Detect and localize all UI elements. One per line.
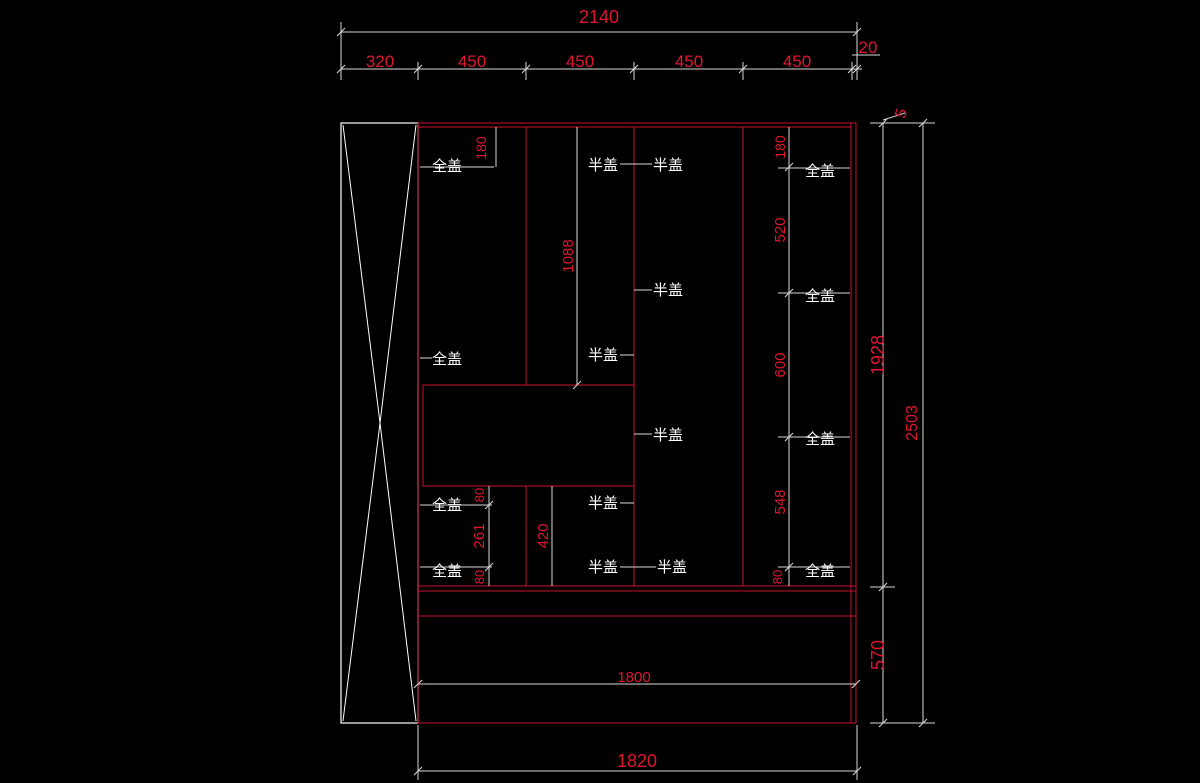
dim-80-bottom: 80 (472, 570, 487, 584)
dim-548: 548 (772, 489, 789, 514)
internal-dimensions (413, 127, 861, 689)
dim-2140: 2140 (579, 7, 619, 27)
dim-1820: 1820 (617, 751, 657, 771)
half-cover-label: 半盖 (588, 156, 618, 174)
full-cover-label: 全盖 (432, 496, 462, 514)
full-cover-label: 全盖 (805, 562, 835, 580)
dim-570: 570 (868, 640, 888, 670)
hinge-annotations: 全盖 全盖 全盖 全盖 半盖 半盖 半盖 半盖 半盖 半盖 半盖 半盖 全盖 全… (420, 156, 850, 580)
dim-450-d: 450 (783, 52, 811, 71)
dim-2503: 2503 (904, 405, 921, 441)
half-cover-label: 半盖 (588, 346, 618, 364)
dim-1928: 1928 (868, 335, 888, 375)
half-cover-label: 半盖 (588, 494, 618, 512)
dim-80-right: 80 (770, 570, 785, 584)
full-cover-label: 全盖 (432, 350, 462, 368)
dim-180-left: 180 (473, 136, 489, 160)
full-cover-label: 全盖 (432, 562, 462, 580)
dim-520: 520 (772, 217, 789, 242)
full-cover-label: 全盖 (432, 157, 462, 175)
cabinet-body (417, 122, 857, 724)
dim-261: 261 (471, 523, 488, 548)
full-cover-label: 全盖 (805, 162, 835, 180)
full-cover-label: 全盖 (805, 430, 835, 448)
dim-1800: 1800 (617, 669, 650, 686)
dim-1088: 1088 (560, 239, 577, 272)
dim-20: 20 (859, 38, 878, 57)
half-cover-label: 半盖 (653, 426, 683, 444)
half-cover-label: 半盖 (588, 558, 618, 576)
dim-450-c: 450 (675, 52, 703, 71)
bottom-dimension: 1820 (413, 725, 862, 780)
full-cover-label: 全盖 (805, 287, 835, 305)
left-tall-door (340, 122, 419, 724)
half-cover-label: 半盖 (653, 281, 683, 299)
dim-320: 320 (366, 52, 394, 71)
internal-dimension-labels: 180 1088 80 261 80 420 180 520 600 548 8… (471, 135, 789, 686)
dim-450-a: 450 (458, 52, 486, 71)
dim-80-top: 80 (472, 488, 487, 502)
dim-600: 600 (772, 352, 789, 377)
top-dimensions: 2140 320 450 450 450 450 20 (336, 7, 880, 80)
dim-180-right: 180 (772, 135, 788, 159)
dim-420: 420 (535, 523, 552, 548)
dim-5: 5 (892, 106, 911, 120)
dim-450-b: 450 (566, 52, 594, 71)
right-dimensions: 1928 2503 570 5 (868, 106, 935, 728)
half-cover-label: 半盖 (653, 156, 683, 174)
half-cover-label: 半盖 (657, 558, 687, 576)
